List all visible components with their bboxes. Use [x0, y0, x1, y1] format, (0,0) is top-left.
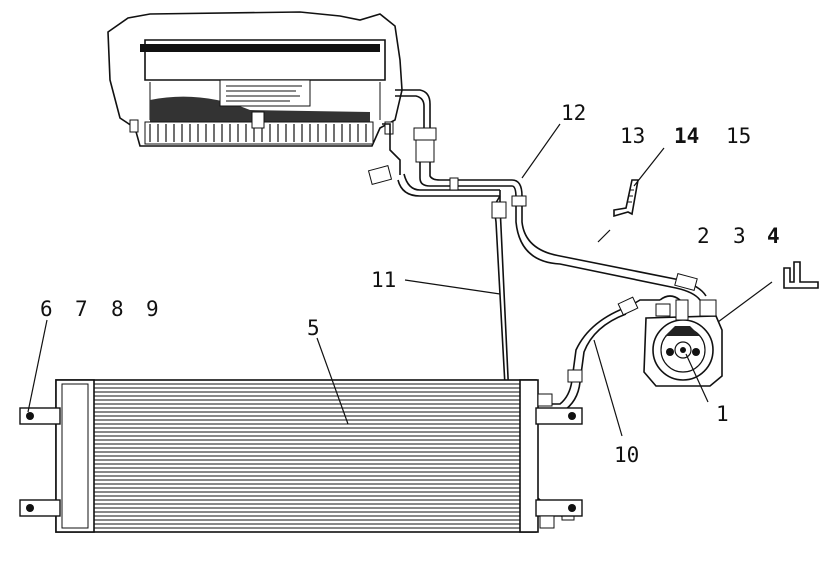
- leader-12: [521, 123, 561, 179]
- suction-hose: [511, 179, 707, 301]
- condenser: [19, 379, 583, 533]
- callout-7: 7: [75, 297, 88, 321]
- bracket-13-15: [613, 179, 639, 218]
- leader-10: [593, 339, 623, 437]
- callout-15: 15: [726, 124, 751, 148]
- callout-11: 11: [371, 268, 396, 292]
- callout-3: 3: [733, 224, 746, 248]
- leader-2: [717, 281, 773, 323]
- condenser-mount-right-bottom: [535, 499, 583, 529]
- callout-2: 2: [697, 224, 710, 248]
- callout-13: 13: [620, 124, 645, 148]
- condenser-mount-left-bottom: [19, 499, 61, 517]
- leader-lines: [27, 123, 773, 437]
- leader-13: [633, 147, 665, 187]
- compressor: [643, 299, 723, 387]
- callout-9: 9: [146, 297, 159, 321]
- callout-12: 12: [561, 101, 586, 125]
- condenser-mount-left-top: [19, 407, 61, 425]
- expansion-valve-fittings: [367, 89, 512, 197]
- leader-13b: [597, 229, 611, 243]
- callout-labels: 1 2 3 4 5 6 7 8 9 10 11 12 13 14 15: [40, 101, 780, 467]
- bracket-2-4: [783, 261, 819, 289]
- callout-10: 10: [614, 443, 639, 467]
- callout-4: 4: [767, 224, 780, 248]
- leader-6: [27, 319, 48, 413]
- leader-1: [685, 353, 709, 403]
- callout-5: 5: [307, 316, 320, 340]
- condenser-mount-right-top: [535, 393, 583, 425]
- callout-6: 6: [40, 297, 53, 321]
- leader-11: [404, 279, 501, 295]
- callout-1: 1: [716, 402, 729, 426]
- callout-8: 8: [111, 297, 124, 321]
- leader-5: [316, 337, 349, 425]
- evaporator-label-plate: [219, 79, 311, 107]
- evaporator-unit: [107, 11, 403, 147]
- callout-14: 14: [674, 124, 699, 148]
